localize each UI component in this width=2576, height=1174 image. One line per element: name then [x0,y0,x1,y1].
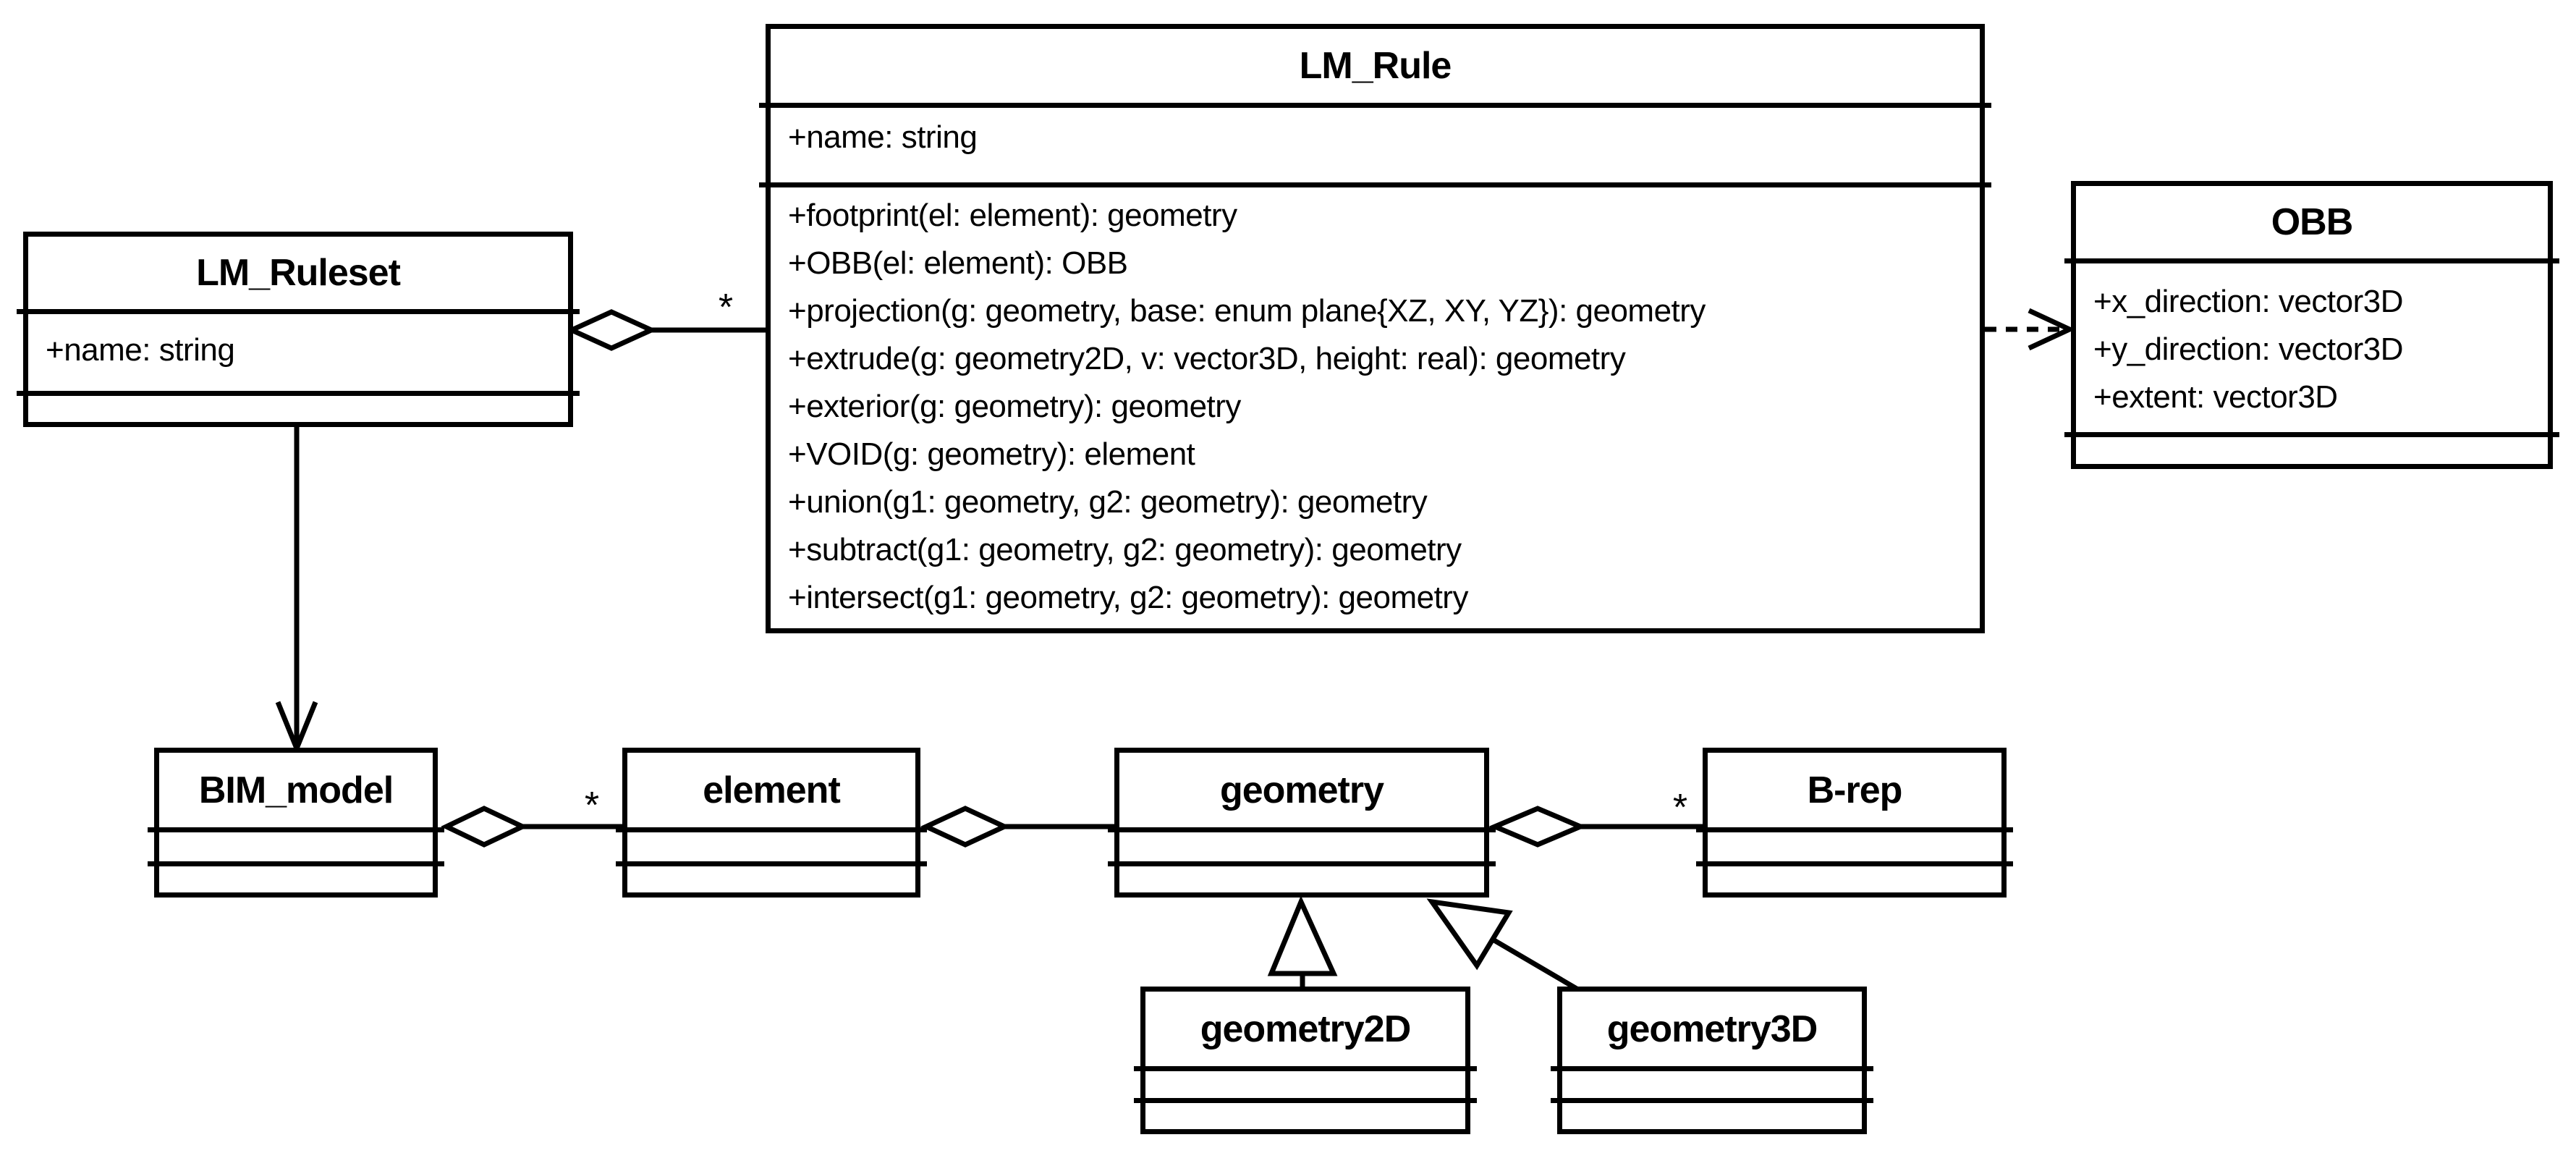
class-title-compartment: LM_Rule [771,29,1980,103]
class-name: OBB [2271,201,2354,243]
class-geometry[interactable]: geometry [1108,748,1496,898]
class-bim-model[interactable]: BIM_model [148,748,444,898]
method: +footprint(el: element): geometry [788,198,1237,233]
generalization-triangle-geometry3d [1426,898,1513,971]
attribute: +name: string [788,119,978,155]
method: +VOID(g: geometry): element [788,436,1195,472]
generalization-stem-geometry3d [1491,937,1578,992]
class-title-compartment: BIM_model [159,753,433,827]
attributes-compartment-empty [1551,1066,1873,1098]
class-lm-rule[interactable]: LM_Rule +name: string +footprint(el: ele… [759,24,1991,633]
attribute: +extent: vector3D [2093,379,2338,415]
multiplicity-geometry-brep: * [1672,787,1688,829]
class-element[interactable]: element [616,748,927,898]
aggregation-diamond-ruleset-rule [565,309,658,351]
aggregation-diamond-bimmodel-element [440,806,529,848]
class-name: BIM_model [198,769,394,811]
class-b-rep[interactable]: B-rep [1696,748,2013,898]
methods-compartment-empty [1108,861,1496,892]
methods-compartment-empty [17,391,580,422]
method: +projection(g: geometry, base: enum plan… [788,293,1706,329]
attributes-compartment: +x_direction: vector3D +y_direction: vec… [2064,258,2559,432]
methods-compartment-empty [148,861,444,892]
method: +subtract(g1: geometry, g2: geometry): g… [788,532,1462,567]
methods-compartment-empty [1696,861,2013,892]
class-name: B-rep [1807,769,1903,811]
class-title-compartment: LM_Ruleset [28,237,568,309]
class-geometry3d[interactable]: geometry3D [1551,987,1873,1134]
method: +exterior(g: geometry): geometry [788,389,1241,424]
class-obb[interactable]: OBB +x_direction: vector3D +y_direction:… [2064,181,2559,469]
attributes-compartment: +name: string [759,103,1991,182]
attribute: +x_direction: vector3D [2093,284,2404,319]
attribute: +name: string [46,332,235,368]
aggregation-diamond-geometry-brep [1488,806,1587,848]
method: +intersect(g1: geometry, g2: geometry): … [788,580,1468,615]
multiplicity-ruleset-rule: * [718,287,734,329]
class-title-compartment: geometry [1119,753,1484,827]
open-arrowhead-obb [2028,308,2076,351]
multiplicity-model-element: * [584,785,600,827]
class-lm-ruleset[interactable]: LM_Ruleset +name: string [17,232,580,427]
class-title-compartment: B-rep [1708,753,2001,827]
class-name: geometry [1219,769,1384,811]
attributes-compartment: +name: string [17,309,580,391]
class-name: LM_Rule [1299,45,1452,87]
class-name: geometry2D [1200,1008,1412,1050]
class-title-compartment: OBB [2076,186,2548,258]
attribute: +y_direction: vector3D [2093,331,2404,367]
methods-compartment-empty [1551,1098,1873,1129]
method: +OBB(el: element): OBB [788,245,1128,281]
class-name: element [703,769,841,811]
generalization-triangle-geometry2d [1267,895,1338,976]
attributes-compartment-empty [1134,1066,1477,1098]
attributes-compartment-empty [1696,827,2013,861]
method: +union(g1: geometry, g2: geometry): geom… [788,484,1428,520]
method: +extrude(g: geometry2D, v: vector3D, hei… [788,341,1626,376]
class-title-compartment: element [627,753,915,827]
class-title-compartment: geometry2D [1145,992,1465,1066]
class-name: LM_Ruleset [196,252,401,294]
methods-compartment-empty [2064,432,2559,464]
attributes-compartment-empty [616,827,927,861]
methods-compartment-empty [1134,1098,1477,1129]
methods-compartment-empty [616,861,927,892]
attributes-compartment-empty [1108,827,1496,861]
methods-compartment: +footprint(el: element): geometry +OBB(e… [759,182,1991,628]
class-geometry2d[interactable]: geometry2D [1134,987,1477,1134]
attributes-compartment-empty [148,827,444,861]
class-title-compartment: geometry3D [1562,992,1862,1066]
aggregation-diamond-element-geometry [920,806,1011,848]
class-name: geometry3D [1606,1008,1818,1050]
